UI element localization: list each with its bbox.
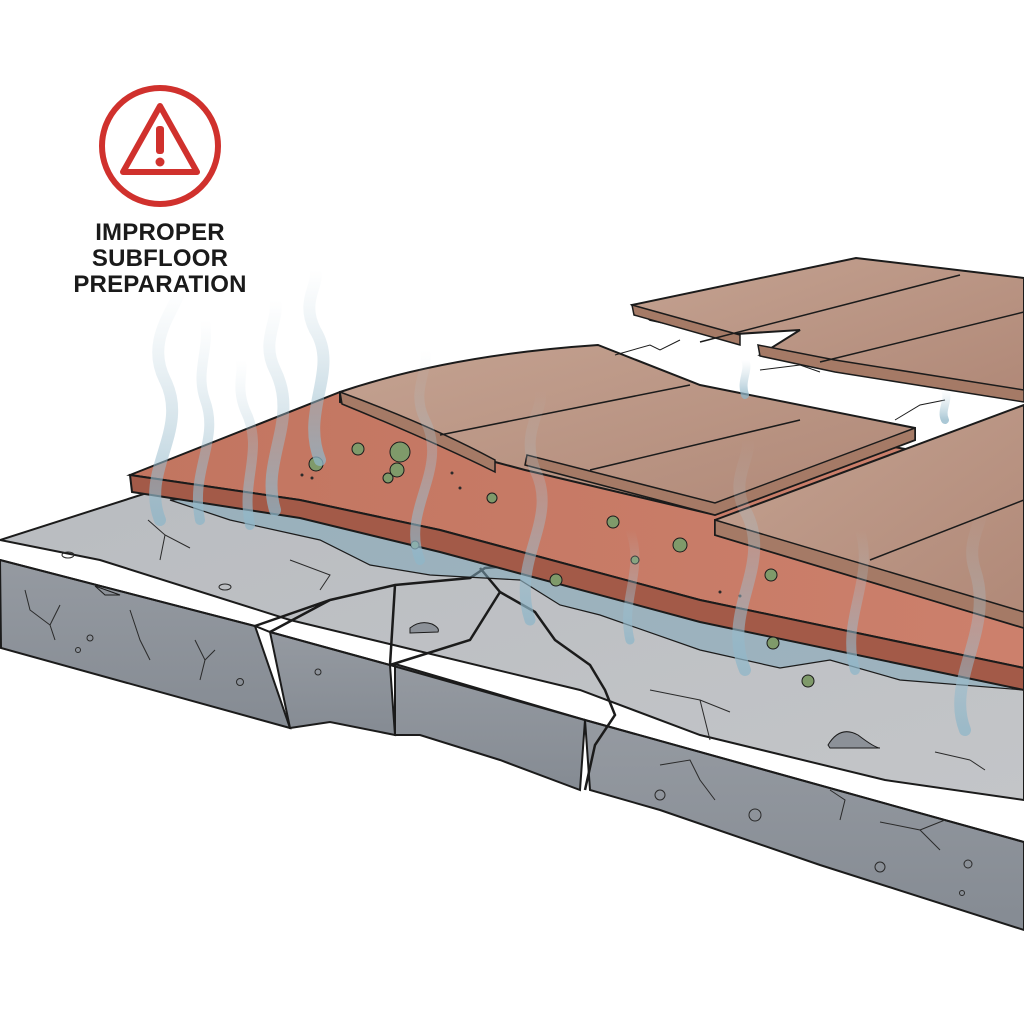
warning-title-line: PREPARATION [73,271,247,298]
warning-triangle-icon [99,85,221,207]
concrete-debris [827,731,881,749]
plank-gap-crack [614,339,946,421]
warning-title: IMPROPER SUBFLOOR PREPARATION [60,220,260,298]
hardwood-planks [339,256,1024,630]
warning-title-line: SUBFLOOR [91,245,229,272]
concrete-debris [409,622,439,634]
slab-crack [254,563,617,791]
warning-badge: IMPROPER SUBFLOOR PREPARATION [60,82,260,298]
moisture-vapor [149,264,987,736]
warning-title-line: IMPROPER [95,219,225,246]
